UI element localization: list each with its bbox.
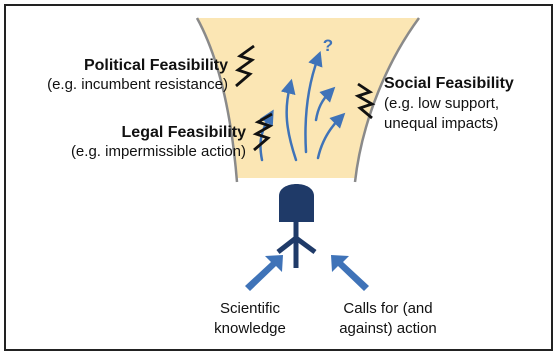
social-barrier-bolt <box>354 82 376 120</box>
legal-barrier-bolt <box>252 112 274 152</box>
input-arrows <box>245 255 369 291</box>
pathway-arrow <box>314 86 336 122</box>
political-feasibility-title: Political Feasibility <box>83 57 228 74</box>
decision-maker-figure <box>276 184 317 268</box>
diagram-frame <box>4 4 553 351</box>
legal-feasibility-example: (e.g. impermissible action) <box>70 143 246 160</box>
calls-input-arrow <box>331 255 369 291</box>
social-feasibility-title: Social Feasibility <box>384 75 514 92</box>
political-feasibility-example: (e.g. incumbent resistance) <box>47 76 228 93</box>
pathway-arrow <box>304 50 323 154</box>
social-feasibility-example-line2: unequal impacts) <box>384 115 499 132</box>
legal-feasibility-title: Legal Feasibility <box>121 124 246 141</box>
decision-maker-right-arm <box>294 235 317 255</box>
decision-maker-head <box>279 184 314 222</box>
science-input-arrow <box>245 255 283 291</box>
decision-maker-left-arm <box>276 236 298 254</box>
social-feasibility-example-line1: (e.g. low support, <box>384 95 500 112</box>
calls-for-action-line2: against) action <box>339 320 437 337</box>
funnel-left-edge <box>195 17 239 183</box>
scientific-knowledge-line2: knowledge <box>214 320 286 337</box>
funnel-right-edge <box>353 17 421 183</box>
scientific-knowledge-line1: Scientific <box>219 300 281 317</box>
calls-for-action-line1: Calls for (and <box>343 300 433 317</box>
barrier-bolts <box>234 44 376 152</box>
pathway-arrow <box>316 112 346 160</box>
unknown-outcome-mark: ? <box>322 36 334 55</box>
pathway-arrow <box>280 78 298 162</box>
political-barrier-bolt <box>234 44 256 88</box>
